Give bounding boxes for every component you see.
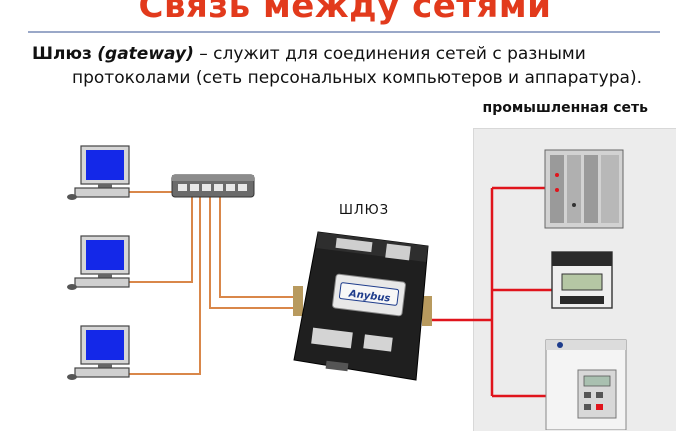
monitor-screen bbox=[86, 330, 124, 360]
industrial-drive bbox=[545, 339, 627, 430]
definition-line-2: протоколами (сеть персональных компьютер… bbox=[72, 68, 642, 88]
slide-title: Связь между сетями bbox=[138, 0, 552, 26]
pc-network-wires bbox=[128, 191, 298, 375]
computer-3 bbox=[67, 325, 130, 380]
term-gateway: Шлюз bbox=[32, 44, 92, 64]
definition-text: Шлюз (gateway) – служит для соединения с… bbox=[32, 42, 672, 90]
computer-2 bbox=[67, 235, 130, 290]
industrial-network-label: промышленная сеть bbox=[482, 100, 648, 116]
gateway-device: Anybus bbox=[293, 231, 432, 381]
network-switch bbox=[171, 174, 255, 198]
gateway-brand-logo: Anybus bbox=[347, 288, 391, 304]
definition-line-1: – служит для соединения сетей с разными bbox=[193, 44, 586, 64]
industrial-network-wires bbox=[430, 186, 552, 398]
title-divider bbox=[28, 31, 660, 33]
gateway-label: ШЛЮЗ bbox=[339, 203, 390, 218]
computer-1 bbox=[67, 145, 130, 200]
monitor-screen bbox=[86, 150, 124, 180]
industrial-controller bbox=[544, 149, 624, 229]
monitor-screen bbox=[86, 240, 124, 270]
term-gateway-english: (gateway) bbox=[97, 44, 194, 64]
industrial-meter bbox=[551, 251, 613, 309]
